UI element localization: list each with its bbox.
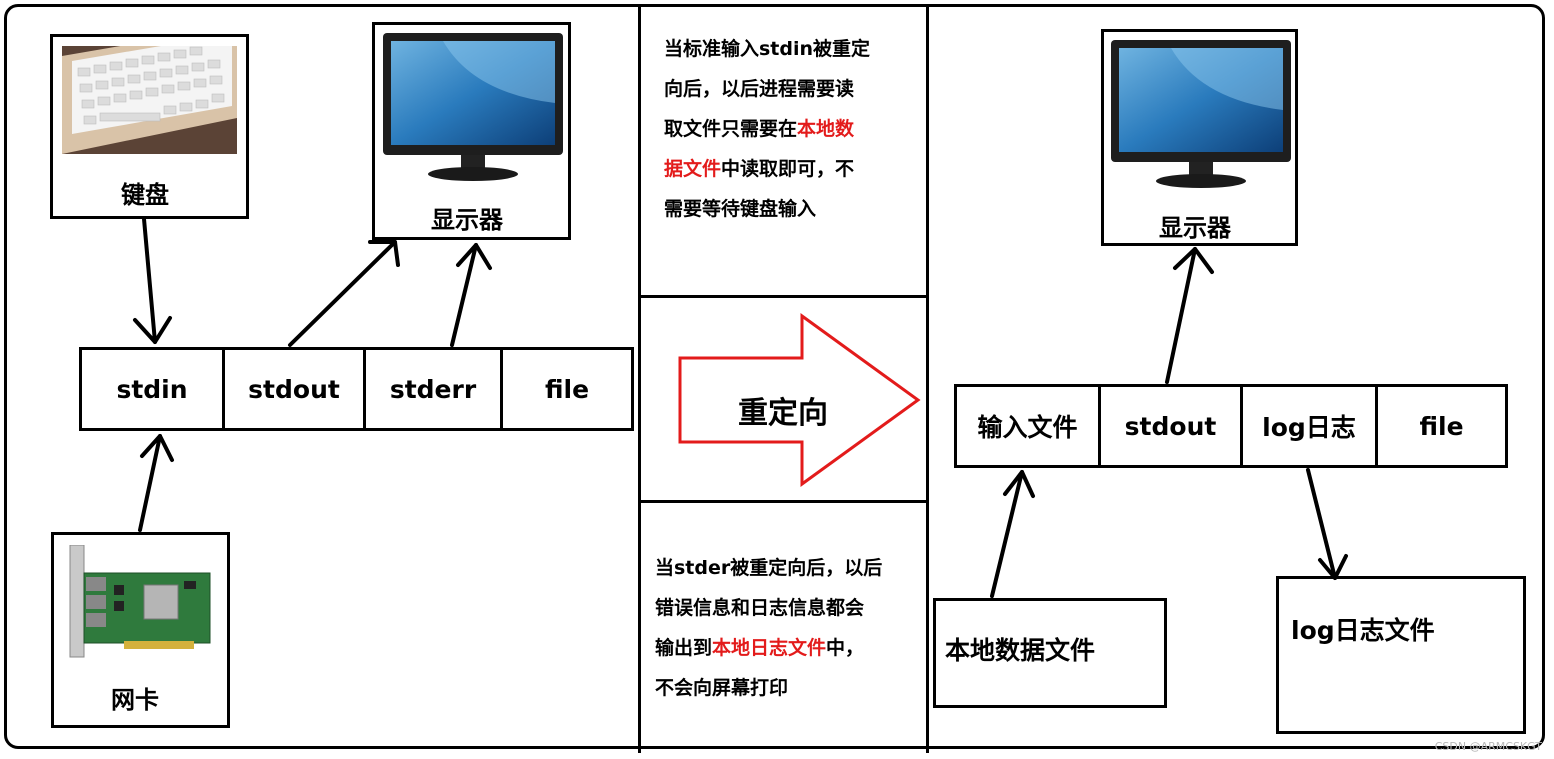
arrowhead-right-stdout-to-monitor bbox=[1173, 247, 1214, 274]
arrowhead-nic-to-stdin bbox=[140, 434, 174, 462]
redirect-arrow bbox=[678, 313, 921, 487]
fd-cell-file: file bbox=[500, 347, 634, 431]
note-top-line4-text: 中读取即可，不 bbox=[721, 158, 855, 180]
keyboard-box: 键盘 bbox=[50, 34, 249, 219]
arrow-stderr-to-monitor bbox=[450, 243, 478, 347]
diagram-frame bbox=[4, 4, 1545, 749]
note-bottom-highlight: 本地日志文件 bbox=[712, 637, 827, 659]
local-data-file-label: 本地数据文件 bbox=[945, 636, 1096, 665]
note-bottom-line3-suffix: 中， bbox=[826, 637, 865, 659]
keyboard-label: 键盘 bbox=[121, 181, 169, 209]
arrowhead-keyboard-to-stdin bbox=[133, 316, 172, 344]
nic-label: 网卡 bbox=[111, 686, 159, 714]
note-bottom-line1: 当stder被重定向后，以后 bbox=[655, 557, 883, 579]
arrowhead-stdout-to-monitor bbox=[368, 240, 400, 267]
fd-cell-stdin: stdin bbox=[79, 347, 225, 431]
fd-cell-log: log日志 bbox=[1240, 384, 1378, 468]
note-top-line3: 取文件只需要在本地数 bbox=[664, 109, 914, 149]
log-file-box: log日志文件 bbox=[1276, 576, 1526, 734]
note-bottom-line2: 错误信息和日志信息都会 bbox=[655, 597, 865, 619]
arrow-localfile-to-input bbox=[990, 470, 1024, 598]
arrow-stdout-to-monitor bbox=[288, 240, 397, 347]
monitor-label-right: 显示器 bbox=[1159, 214, 1231, 242]
note-top-line1: 当标准输入stdin被重定 bbox=[664, 38, 871, 60]
monitor-label-left: 显示器 bbox=[431, 206, 503, 234]
divider-middle-top bbox=[640, 295, 927, 298]
nic-image bbox=[69, 545, 211, 658]
divider-middle-bottom bbox=[640, 500, 927, 503]
note-top-line3-text: 取文件只需要在 bbox=[664, 118, 798, 140]
note-bottom-line3: 输出到本地日志文件中， bbox=[655, 628, 925, 668]
note-bottom-line3-text: 输出到 bbox=[655, 637, 713, 659]
arrow-keyboard-to-stdin bbox=[142, 217, 157, 344]
note-top-line5: 需要等待键盘输入 bbox=[664, 198, 817, 220]
note-top-highlight-2: 据文件 bbox=[664, 158, 722, 180]
fd-cell-stdout: stdout bbox=[222, 347, 366, 431]
note-top-line4: 据文件中读取即可，不 bbox=[664, 149, 914, 189]
note-top-line2: 向后，以后进程需要读 bbox=[664, 78, 855, 100]
monitor-image-left bbox=[383, 33, 563, 181]
redirect-label: 重定向 bbox=[738, 396, 828, 431]
arrowhead-localfile-to-input bbox=[1003, 470, 1035, 498]
arrowhead-log-to-logfile bbox=[1318, 554, 1348, 580]
monitor-image-right bbox=[1111, 40, 1291, 188]
arrow-right-stdout-to-monitor bbox=[1165, 247, 1197, 384]
watermark: CSDN @ARMCSKGT bbox=[1434, 740, 1542, 753]
fd-cell-file-right: file bbox=[1375, 384, 1508, 468]
local-data-file-box: 本地数据文件 bbox=[933, 598, 1167, 708]
note-bottom-line4: 不会向屏幕打印 bbox=[655, 677, 789, 699]
keyboard-image bbox=[62, 46, 237, 154]
fd-cell-input-file: 输入文件 bbox=[954, 384, 1101, 468]
arrow-log-to-logfile bbox=[1306, 468, 1337, 580]
divider-left bbox=[638, 4, 641, 753]
nic-box: 网卡 bbox=[51, 532, 230, 728]
note-bottom: 当stder被重定向后，以后 错误信息和日志信息都会 输出到本地日志文件中， 不… bbox=[655, 548, 925, 708]
arrowhead-stderr-to-monitor bbox=[456, 243, 492, 270]
divider-right bbox=[926, 4, 929, 753]
note-top: 当标准输入stdin被重定 向后，以后进程需要读 取文件只需要在本地数 据文件中… bbox=[664, 29, 914, 229]
monitor-box-right: 显示器 bbox=[1101, 29, 1298, 246]
note-top-highlight-1: 本地数 bbox=[797, 118, 855, 140]
log-file-label: log日志文件 bbox=[1291, 616, 1435, 645]
monitor-box-left: 显示器 bbox=[372, 22, 571, 240]
arrow-nic-to-stdin bbox=[138, 434, 162, 532]
